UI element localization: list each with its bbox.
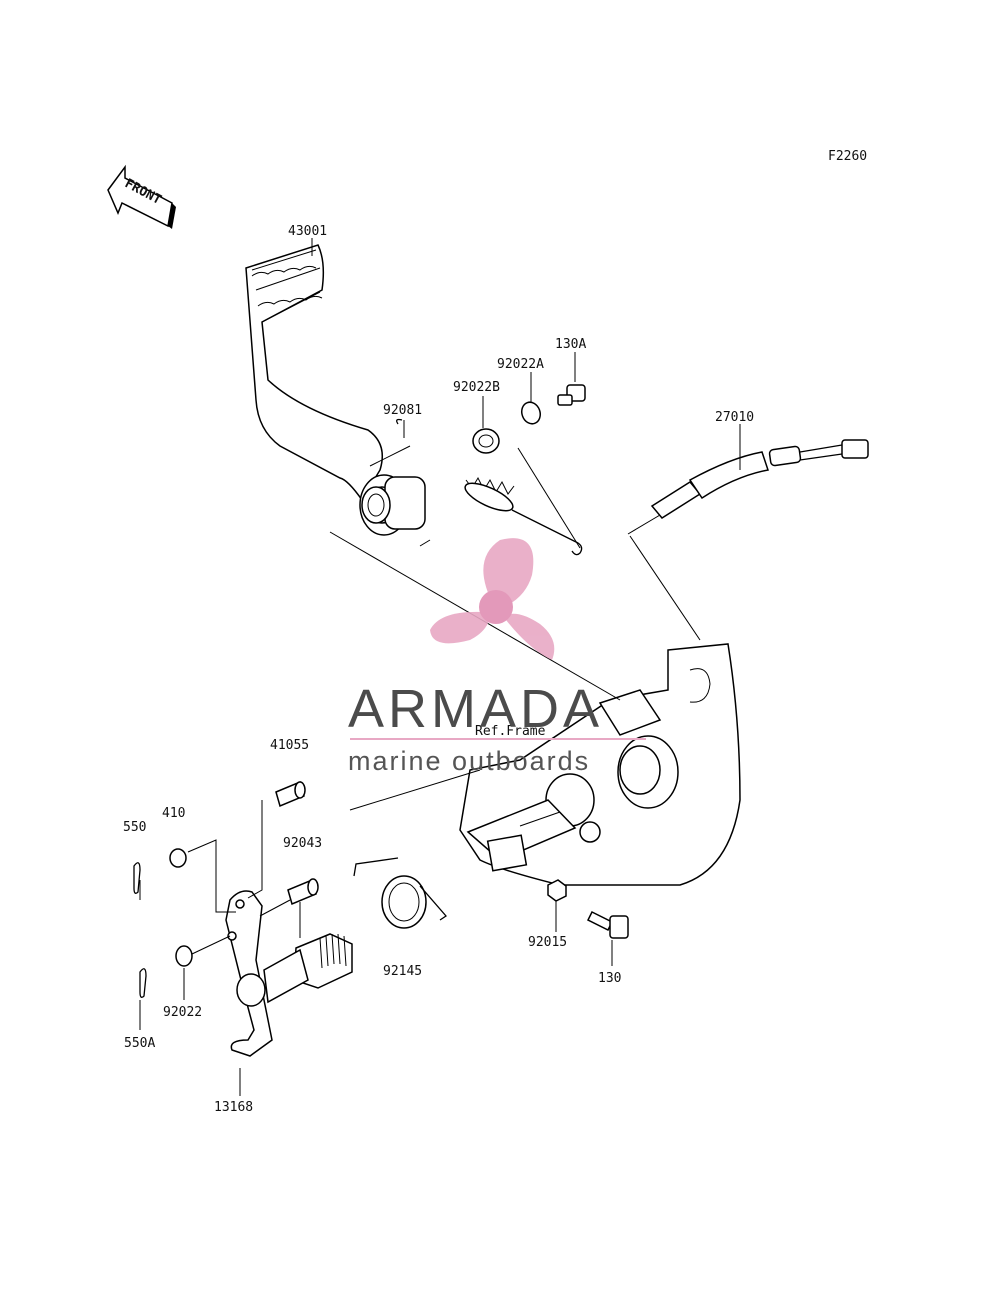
part-label-130a: 130A xyxy=(555,337,586,352)
washer-410 xyxy=(169,848,187,868)
part-label-92043: 92043 xyxy=(283,836,322,851)
ref-frame-label: Ref.Frame xyxy=(475,724,546,739)
watermark-brand: ARMADA xyxy=(348,679,603,739)
figure-code: F2260 xyxy=(828,149,867,164)
watermark-tagline: marine outboards xyxy=(348,746,590,776)
front-arrow-icon: FRONT xyxy=(107,164,176,229)
part-label-92015: 92015 xyxy=(528,935,567,950)
watermark-rule xyxy=(350,738,646,740)
part-label-92022: 92022 xyxy=(163,1005,202,1020)
brake-pedal xyxy=(245,244,426,536)
bolt-130 xyxy=(586,910,629,939)
bolt-130a xyxy=(557,384,586,406)
cotter-pin-550 xyxy=(133,862,141,894)
part-label-410: 410 xyxy=(162,806,185,821)
part-label-41055: 41055 xyxy=(270,738,309,753)
brake-light-switch xyxy=(650,439,869,519)
armada-logo-icon xyxy=(430,538,555,660)
part-label-27010: 27010 xyxy=(715,410,754,425)
part-label-550a: 550A xyxy=(124,1036,155,1051)
part-label-92145: 92145 xyxy=(383,964,422,979)
part-label-130: 130 xyxy=(598,971,621,986)
cotter-pin-550a xyxy=(139,968,147,998)
part-label-13168: 13168 xyxy=(214,1100,253,1115)
frame-section xyxy=(459,643,741,886)
part-label-92022a: 92022A xyxy=(497,357,544,372)
washer-92022 xyxy=(175,945,193,967)
part-label-92081: 92081 xyxy=(383,403,422,418)
washer-92022b xyxy=(472,428,500,454)
part-label-550: 550 xyxy=(123,820,146,835)
pedal-return-spring xyxy=(396,418,583,556)
washer-92022a xyxy=(520,401,542,425)
part-label-43001: 43001 xyxy=(288,224,327,239)
brake-lever xyxy=(225,890,353,1057)
nut-92015 xyxy=(547,879,567,902)
leader-lines xyxy=(139,238,741,1096)
brake-shaft-spring xyxy=(353,857,447,929)
part-label-92022b: 92022B xyxy=(453,380,500,395)
